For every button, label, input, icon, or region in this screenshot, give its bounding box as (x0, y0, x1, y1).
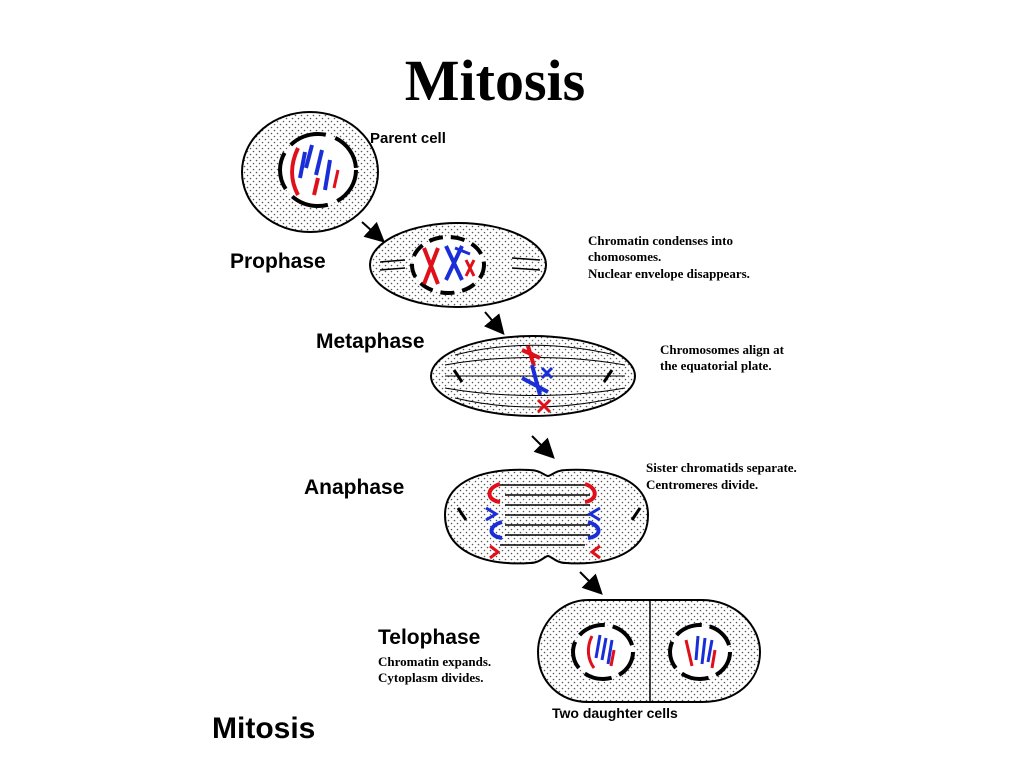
stage-label-prophase: Prophase (230, 250, 326, 273)
parent-cell-label: Parent cell (370, 130, 446, 147)
parent-cell (241, 111, 379, 233)
anaphase-cell (443, 468, 650, 565)
daughter-cells-label: Two daughter cells (552, 705, 678, 721)
arrow-4 (579, 571, 603, 595)
prophase-cell (369, 222, 547, 308)
metaphase-cell (430, 335, 636, 417)
arrow-3 (531, 435, 555, 459)
note-prophase-line-2: chomosomes. (588, 249, 661, 264)
note-anaphase-line-1: Sister chromatids separate. (646, 460, 797, 475)
note-anaphase-line-2: Centromeres divide. (646, 477, 758, 492)
note-metaphase-line-1: Chromosomes align at (660, 342, 785, 357)
note-telophase-line-2: Cytoplasm divides. (378, 670, 483, 685)
note-prophase-line-3: Nuclear envelope disappears. (588, 266, 750, 281)
slide-title: Mitosis (404, 48, 586, 113)
stage-label-telophase: Telophase (378, 626, 480, 649)
note-prophase-line-1: Chromatin condenses into (588, 233, 733, 248)
note-metaphase-line-2: the equatorial plate. (660, 358, 772, 373)
stage-label-anaphase: Anaphase (304, 476, 404, 499)
arrow-2 (484, 311, 505, 336)
footer-label: Mitosis (212, 712, 315, 745)
stage-label-metaphase: Metaphase (316, 330, 425, 353)
note-telophase-line-1: Chromatin expands. (378, 654, 491, 669)
arrow-1 (361, 221, 385, 243)
telophase-cells (536, 599, 762, 703)
